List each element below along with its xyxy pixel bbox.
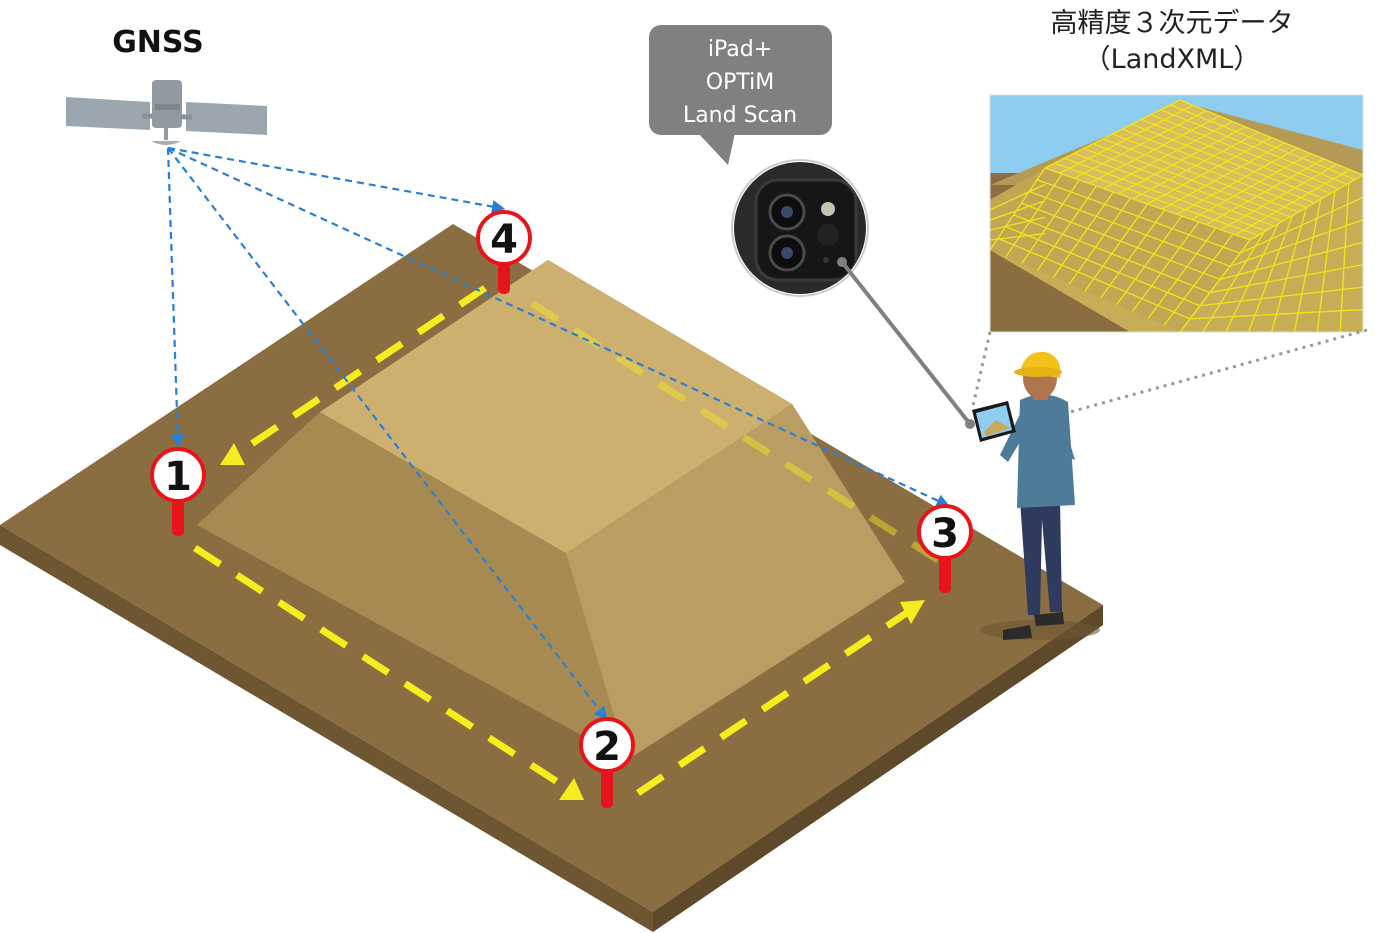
worker-figure — [972, 351, 1100, 640]
marker-2: 2 — [579, 717, 635, 808]
tablet-icon — [972, 401, 1016, 442]
mesh-preview — [989, 94, 1364, 333]
earth-mound — [197, 260, 905, 760]
marker-4: 4 — [476, 210, 532, 294]
survey-path-arrowheads — [220, 443, 925, 800]
marker-4-number: 4 — [490, 217, 518, 263]
bubble-line-1: iPad+ — [708, 37, 772, 62]
zoom-lines — [970, 328, 1368, 414]
bubble-line-2: OPTiM — [706, 70, 774, 95]
gnss-label: GNSS — [112, 25, 204, 60]
marker-3-number: 3 — [931, 511, 959, 557]
device-bubble: iPad+ OPTiM Land Scan — [649, 25, 832, 165]
output-title-line-2: （LandXML） — [1084, 44, 1261, 75]
gnss-signal-lines — [166, 146, 950, 721]
marker-1-number: 1 — [164, 454, 192, 500]
marker-2-number: 2 — [593, 724, 621, 770]
marker-3: 3 — [917, 504, 973, 593]
satellite-icon — [66, 80, 267, 145]
hard-hat-icon — [1014, 351, 1062, 378]
lens-pointer — [837, 257, 975, 429]
camera-lens-icon — [731, 159, 869, 297]
marker-1: 1 — [150, 447, 206, 536]
output-title-line-1: 高精度３次元データ — [1051, 8, 1294, 39]
bubble-line-3: Land Scan — [683, 103, 797, 128]
